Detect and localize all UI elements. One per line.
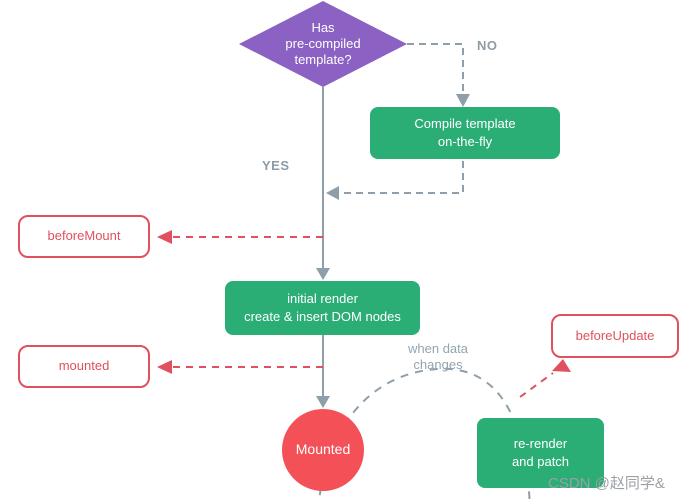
no-branch-line [407, 43, 464, 95]
mounted-hook-arrowhead-icon [157, 360, 172, 374]
csdn-watermark: CSDN @赵同学& [548, 475, 665, 492]
edge-label-no: NO [477, 38, 498, 53]
arrowhead-into-compile-icon [456, 94, 470, 107]
hook-mounted: mounted [18, 345, 150, 388]
merge-branch-line [339, 161, 464, 194]
before-update-connector [519, 372, 554, 398]
before-update-arrowhead-icon [552, 359, 571, 372]
arrowhead-merge-icon [326, 186, 339, 200]
arrowhead-into-mounted-icon [316, 396, 330, 408]
process-initial-render: initial render create & insert DOM nodes [225, 281, 420, 335]
process-re-render-and-patch: re-render and patch [477, 418, 604, 488]
before-mount-arrowhead-icon [157, 230, 172, 244]
process-compile-template: Compile template on-the-fly [370, 107, 560, 159]
note-when-data-changes: when data changes [408, 341, 468, 372]
state-mounted: Mounted [282, 409, 364, 491]
hook-before-update: beforeUpdate [551, 314, 679, 358]
arrowhead-into-initial-render-icon [316, 268, 330, 280]
hook-before-mount: beforeMount [18, 215, 150, 258]
edge-label-yes: YES [262, 158, 290, 173]
